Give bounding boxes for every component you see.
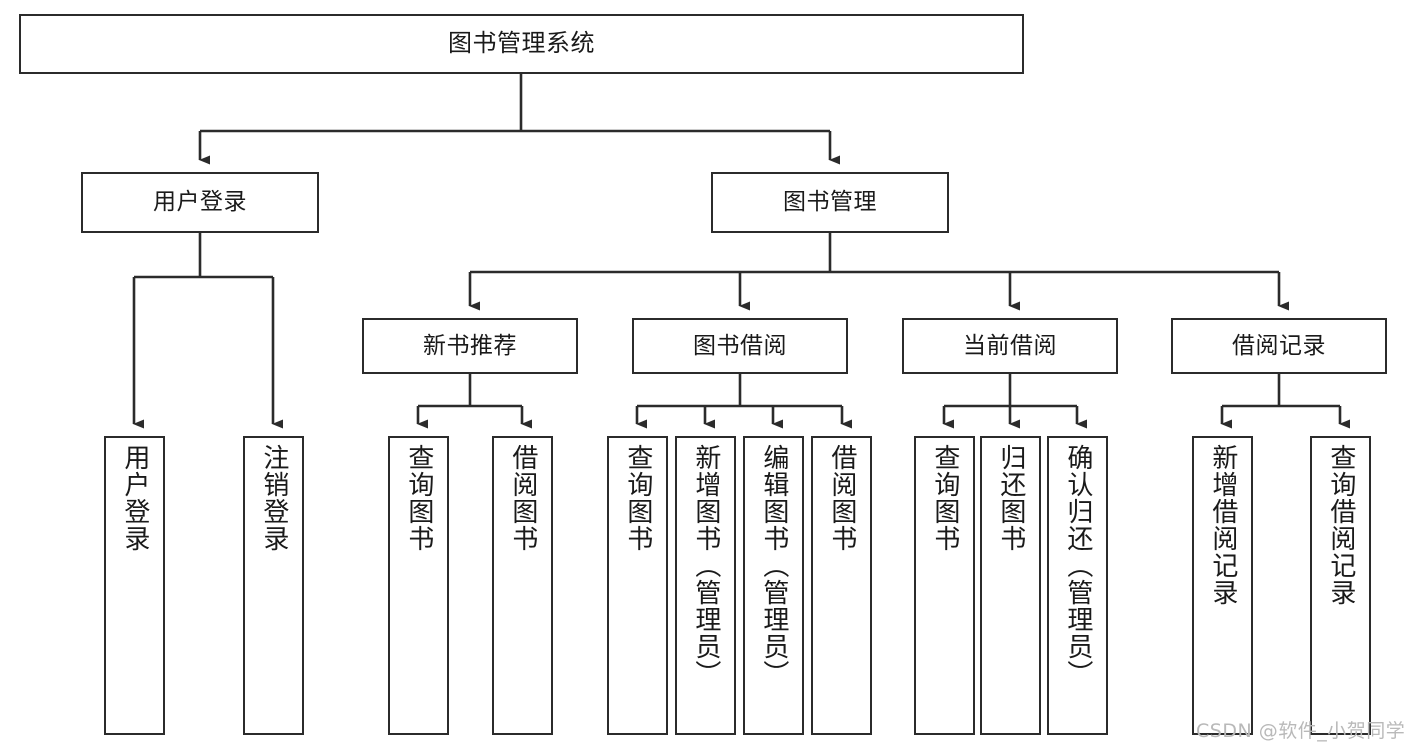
- node-book-borrow[interactable]: 图书借阅: [632, 318, 848, 374]
- node-user-login[interactable]: 用户登录: [81, 172, 319, 233]
- node-label: 图书管理系统: [448, 29, 595, 58]
- node-label: 编辑图书（管理员）: [758, 444, 789, 687]
- leaf-borrow-book-borrow[interactable]: 借阅图书: [811, 436, 872, 735]
- node-label: 借阅记录: [1232, 332, 1326, 359]
- leaf-query-book-current[interactable]: 查询图书: [914, 436, 975, 735]
- csdn-watermark: CSDN @软件_小贺同学: [1196, 720, 1405, 742]
- node-label: 图书管理: [783, 189, 877, 216]
- leaf-logout-login[interactable]: 注销登录: [243, 436, 304, 735]
- node-label: 新增借阅记录: [1207, 444, 1238, 606]
- node-label: 新书推荐: [423, 332, 517, 359]
- node-new-book-recommend[interactable]: 新书推荐: [362, 318, 578, 374]
- node-label: 查询图书: [622, 444, 653, 552]
- leaf-user-login[interactable]: 用户登录: [104, 436, 165, 735]
- leaf-add-book-admin[interactable]: 新增图书（管理员）: [675, 436, 736, 735]
- node-label: 用户登录: [119, 444, 150, 552]
- node-book-management[interactable]: 图书管理: [711, 172, 949, 233]
- node-label: 借阅图书: [826, 444, 857, 552]
- node-label: 查询借阅记录: [1325, 444, 1356, 606]
- leaf-query-borrow-record[interactable]: 查询借阅记录: [1310, 436, 1371, 735]
- leaf-edit-book-admin[interactable]: 编辑图书（管理员）: [743, 436, 804, 735]
- node-label: 新增图书（管理员）: [690, 444, 721, 687]
- node-label: 用户登录: [153, 189, 247, 216]
- node-label: 图书借阅: [693, 332, 787, 359]
- node-current-borrow[interactable]: 当前借阅: [902, 318, 1118, 374]
- leaf-query-book-recommend[interactable]: 查询图书: [388, 436, 449, 735]
- node-borrow-record[interactable]: 借阅记录: [1171, 318, 1387, 374]
- leaf-add-borrow-record[interactable]: 新增借阅记录: [1192, 436, 1253, 735]
- leaf-borrow-book-recommend[interactable]: 借阅图书: [492, 436, 553, 735]
- node-label: 查询图书: [403, 444, 434, 552]
- node-label: 借阅图书: [507, 444, 538, 552]
- node-label: 确认归还（管理员）: [1062, 444, 1093, 687]
- node-label: 查询图书: [929, 444, 960, 552]
- leaf-return-book[interactable]: 归还图书: [980, 436, 1041, 735]
- node-label: 注销登录: [258, 444, 289, 552]
- leaf-query-book-borrow[interactable]: 查询图书: [607, 436, 668, 735]
- node-root-book-management-system[interactable]: 图书管理系统: [19, 14, 1024, 74]
- node-label: 归还图书: [995, 444, 1026, 552]
- node-label: 当前借阅: [963, 332, 1057, 359]
- leaf-confirm-return-admin[interactable]: 确认归还（管理员）: [1047, 436, 1108, 735]
